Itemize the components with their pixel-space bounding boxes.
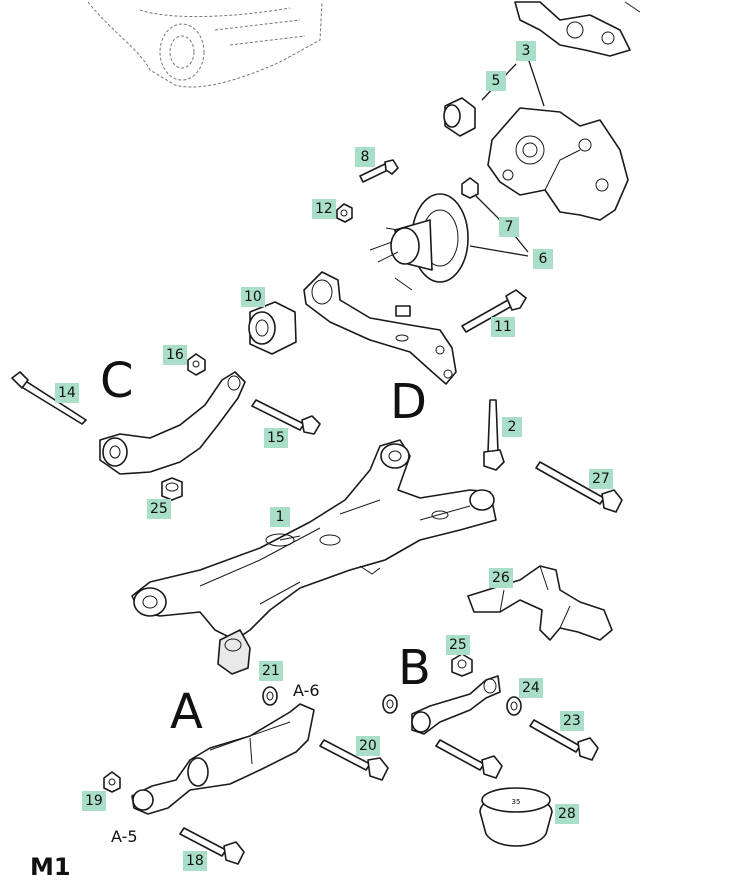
- bushing-10: [248, 301, 297, 355]
- sublabel-a6: A-6: [293, 681, 320, 700]
- group-label-c: C: [100, 353, 134, 409]
- callout-26: 26: [489, 568, 513, 588]
- cap-28: 35: [479, 787, 553, 847]
- callout-28: 28: [555, 804, 579, 824]
- callout-10: 10: [241, 287, 265, 307]
- lower-arm-a: [131, 703, 315, 815]
- washer-b-left: [382, 694, 398, 714]
- group-label-b: B: [398, 640, 431, 696]
- callout-21: 21: [259, 661, 283, 681]
- callout-11: 11: [491, 317, 515, 337]
- nut-7: [461, 177, 479, 199]
- bolt-23: [529, 719, 599, 761]
- callout-18: 18: [183, 851, 207, 871]
- sublabel-a5: A-5: [111, 827, 138, 846]
- bolt-14: [11, 371, 87, 425]
- bolt-2: [483, 399, 505, 471]
- callout-8: 8: [355, 147, 375, 167]
- figure-label: M1: [30, 853, 71, 881]
- callout-25-b: 25: [446, 635, 470, 655]
- bolt-8: [359, 159, 399, 183]
- washer-21: [262, 686, 278, 706]
- callout-1: 1: [270, 507, 290, 527]
- bolt-15: [251, 399, 321, 435]
- subframe: [131, 439, 497, 675]
- callout-2: 2: [502, 417, 522, 437]
- trailing-link-d: [303, 271, 457, 385]
- nut-25-b: [451, 653, 473, 677]
- callout-19: 19: [82, 791, 106, 811]
- callout-27: 27: [589, 469, 613, 489]
- callout-7: 7: [499, 217, 519, 237]
- bolt-11: [461, 289, 527, 333]
- callout-20: 20: [356, 736, 380, 756]
- callout-23: 23: [560, 711, 584, 731]
- callout-25-c: 25: [147, 499, 171, 519]
- nut-19: [103, 771, 121, 793]
- upper-arm-c: [99, 371, 246, 475]
- group-label-a: A: [170, 684, 203, 740]
- link-b: [411, 675, 501, 735]
- bolt-20: [319, 739, 389, 781]
- bolt-27: [535, 461, 623, 513]
- wheel-knuckle: [487, 107, 629, 221]
- callout-24: 24: [519, 678, 543, 698]
- car-silhouette: [87, 1, 323, 88]
- callout-5: 5: [486, 71, 506, 91]
- callout-3: 3: [516, 41, 536, 61]
- upper-mount-assembly: [514, 1, 641, 57]
- group-label-d: D: [390, 374, 427, 430]
- bushing-5: [443, 97, 476, 137]
- bolt-18: [179, 827, 245, 865]
- bracket-26: [467, 565, 613, 641]
- cap-label: 35: [512, 798, 521, 806]
- callout-15: 15: [264, 428, 288, 448]
- hub-bearing: [369, 193, 469, 291]
- bushing-25-c: [161, 477, 183, 501]
- callout-16: 16: [163, 345, 187, 365]
- bolt-b-lower: [435, 739, 503, 779]
- nut-16: [187, 353, 206, 376]
- callout-14: 14: [55, 383, 79, 403]
- callout-6: 6: [533, 249, 553, 269]
- callout-12: 12: [312, 199, 336, 219]
- washer-24: [506, 696, 522, 716]
- nut-12: [336, 203, 353, 223]
